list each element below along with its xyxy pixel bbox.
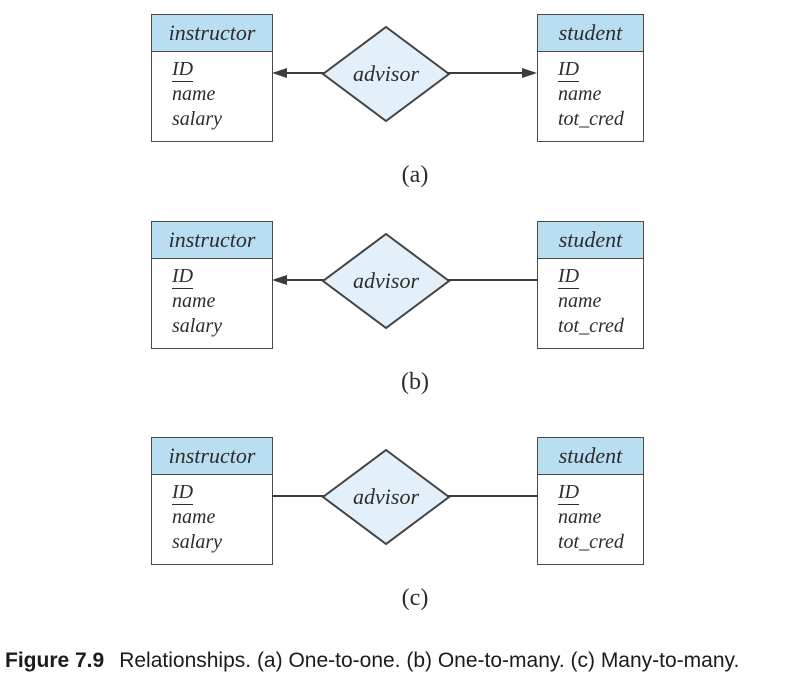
primary-key-attribute: ID xyxy=(172,265,194,289)
entity-attribute-list: ID name tot_cred xyxy=(538,52,643,141)
attribute-id: ID xyxy=(558,480,637,505)
entity-title: instructor xyxy=(152,15,272,52)
primary-key-attribute: ID xyxy=(172,481,194,505)
attribute-tot-cred: tot_cred xyxy=(558,315,624,337)
entity-title: student xyxy=(538,438,643,475)
attribute-name: name xyxy=(558,506,602,528)
entity-attribute-list: ID name tot_cred xyxy=(538,259,643,348)
panel-label-a: (a) xyxy=(401,162,429,188)
relationship-name: advisor xyxy=(353,484,419,509)
panel-label-c: (c) xyxy=(401,585,429,611)
arrowhead-into-instructor-icon xyxy=(272,274,287,285)
entity-instructor: instructor ID name salary xyxy=(151,221,273,349)
relationship-name: advisor xyxy=(353,268,419,293)
panel-c: instructor ID name salary advisor studen… xyxy=(0,423,802,630)
connector-line-to-instructor xyxy=(272,495,326,497)
attribute-salary: salary xyxy=(172,531,222,553)
primary-key-attribute: ID xyxy=(172,58,194,82)
attribute-name: name xyxy=(172,290,216,312)
entity-title: instructor xyxy=(152,438,272,475)
connector-line-to-student xyxy=(447,72,525,74)
entity-attribute-list: ID name salary xyxy=(152,52,272,141)
connector-line-to-instructor xyxy=(286,72,326,74)
figure-caption-number: Figure 7.9 xyxy=(5,649,105,672)
entity-title: instructor xyxy=(152,222,272,259)
connector-line-to-student xyxy=(447,279,538,281)
panel-b: instructor ID name salary advisor studen… xyxy=(0,207,802,414)
panel-a: instructor ID name salary advisor studen… xyxy=(0,0,802,207)
attribute-tot-cred: tot_cred xyxy=(558,108,624,130)
relationship-diamond xyxy=(321,448,451,546)
attribute-id: ID xyxy=(558,57,637,82)
primary-key-attribute: ID xyxy=(558,265,580,289)
attribute-id: ID xyxy=(172,264,266,289)
attribute-salary: salary xyxy=(172,108,222,130)
entity-student: student ID name tot_cred xyxy=(537,437,644,565)
attribute-salary: salary xyxy=(172,315,222,337)
primary-key-attribute: ID xyxy=(558,481,580,505)
entity-attribute-list: ID name tot_cred xyxy=(538,475,643,564)
relationship-diamond xyxy=(321,232,451,330)
attribute-id: ID xyxy=(172,480,266,505)
attribute-name: name xyxy=(172,506,216,528)
entity-attribute-list: ID name salary xyxy=(152,475,272,564)
arrowhead-into-instructor-icon xyxy=(272,67,287,78)
entity-attribute-list: ID name salary xyxy=(152,259,272,348)
entity-student: student ID name tot_cred xyxy=(537,14,644,142)
relationship-diamond xyxy=(321,25,451,123)
connector-line-to-instructor xyxy=(286,279,326,281)
figure-caption: Figure 7.9 Relationships. (a) One-to-one.… xyxy=(5,649,802,673)
attribute-name: name xyxy=(558,83,602,105)
relationship-name: advisor xyxy=(353,61,419,86)
arrowhead-into-student-icon xyxy=(522,67,537,78)
attribute-name: name xyxy=(172,83,216,105)
connector-line-to-student xyxy=(447,495,538,497)
entity-title: student xyxy=(538,222,643,259)
entity-title: student xyxy=(538,15,643,52)
entity-instructor: instructor ID name salary xyxy=(151,437,273,565)
attribute-id: ID xyxy=(558,264,637,289)
entity-student: student ID name tot_cred xyxy=(537,221,644,349)
attribute-name: name xyxy=(558,290,602,312)
attribute-id: ID xyxy=(172,57,266,82)
entity-instructor: instructor ID name salary xyxy=(151,14,273,142)
figure-caption-text: Relationships. (a) One-to-one. (b) One-t… xyxy=(119,649,740,672)
primary-key-attribute: ID xyxy=(558,58,580,82)
panel-label-b: (b) xyxy=(401,369,429,395)
attribute-tot-cred: tot_cred xyxy=(558,531,624,553)
